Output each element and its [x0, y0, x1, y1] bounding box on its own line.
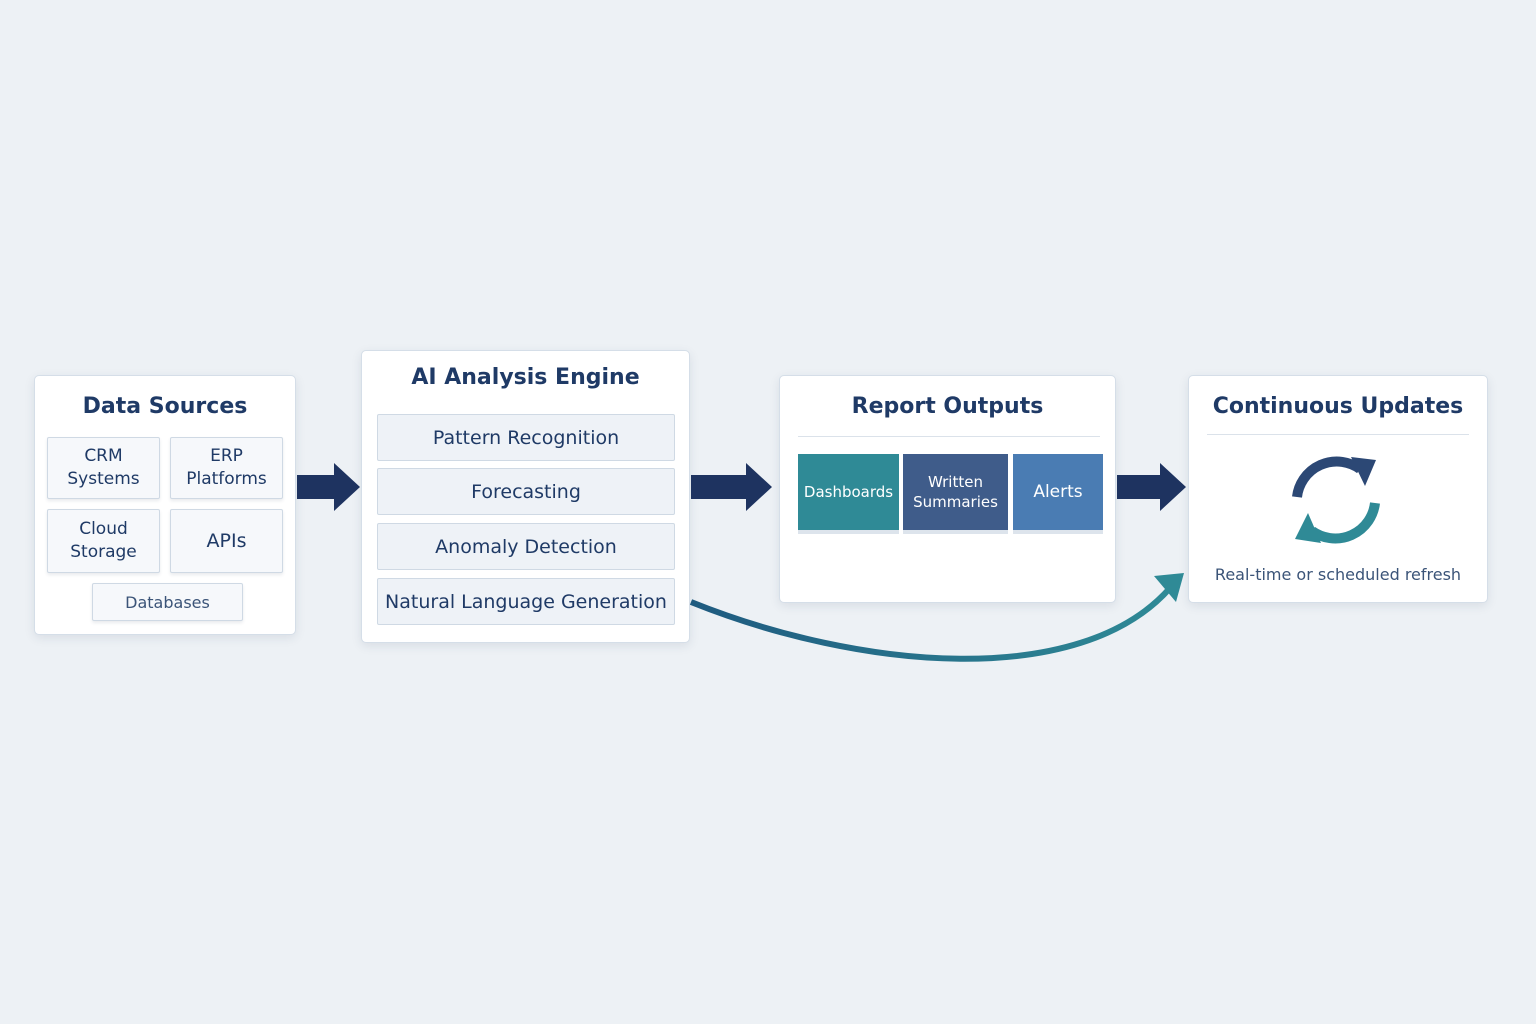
step-forecasting: Forecasting: [377, 468, 675, 515]
ai-engine-card: AI Analysis Engine Pattern Recognition F…: [361, 350, 690, 643]
arrow-sources-to-engine: [297, 463, 360, 511]
step-pattern-recognition: Pattern Recognition: [377, 414, 675, 461]
refresh-cycle-icon: [1292, 456, 1380, 544]
source-crm-systems: CRM Systems: [47, 437, 160, 499]
output-dashboards: Dashboards: [798, 454, 899, 530]
output-alerts: Alerts: [1013, 454, 1103, 530]
continuous-updates-card: Continuous Updates Real-time or schedule…: [1188, 375, 1488, 603]
continuous-updates-title: Continuous Updates: [1212, 394, 1464, 419]
arrow-feedback-curve: [689, 586, 1173, 662]
step-anomaly-detection: Anomaly Detection: [377, 523, 675, 570]
report-outputs-title: Report Outputs: [851, 394, 1044, 419]
data-sources-card: Data Sources CRM Systems ERP Platforms C…: [34, 375, 296, 635]
continuous-updates-divider: [1207, 434, 1469, 435]
step-natural-language-generation: Natural Language Generation: [377, 578, 675, 625]
arrow-engine-to-outputs: [691, 463, 772, 511]
report-outputs-card: Report Outputs Dashboards Written Summar…: [779, 375, 1116, 603]
source-databases: Databases: [92, 583, 243, 621]
refresh-caption: Real-time or scheduled refresh: [1214, 565, 1462, 584]
output-written-summaries: Written Summaries: [903, 454, 1008, 530]
source-erp-platforms: ERP Platforms: [170, 437, 283, 499]
source-cloud-storage: Cloud Storage: [47, 509, 160, 573]
report-outputs-divider: [798, 436, 1100, 437]
source-apis: APIs: [170, 509, 283, 573]
arrow-outputs-to-updates: [1117, 463, 1186, 511]
ai-engine-title: AI Analysis Engine: [411, 365, 640, 390]
data-sources-title: Data Sources: [82, 394, 248, 419]
feedback-curve-arrowhead: [1154, 573, 1184, 602]
